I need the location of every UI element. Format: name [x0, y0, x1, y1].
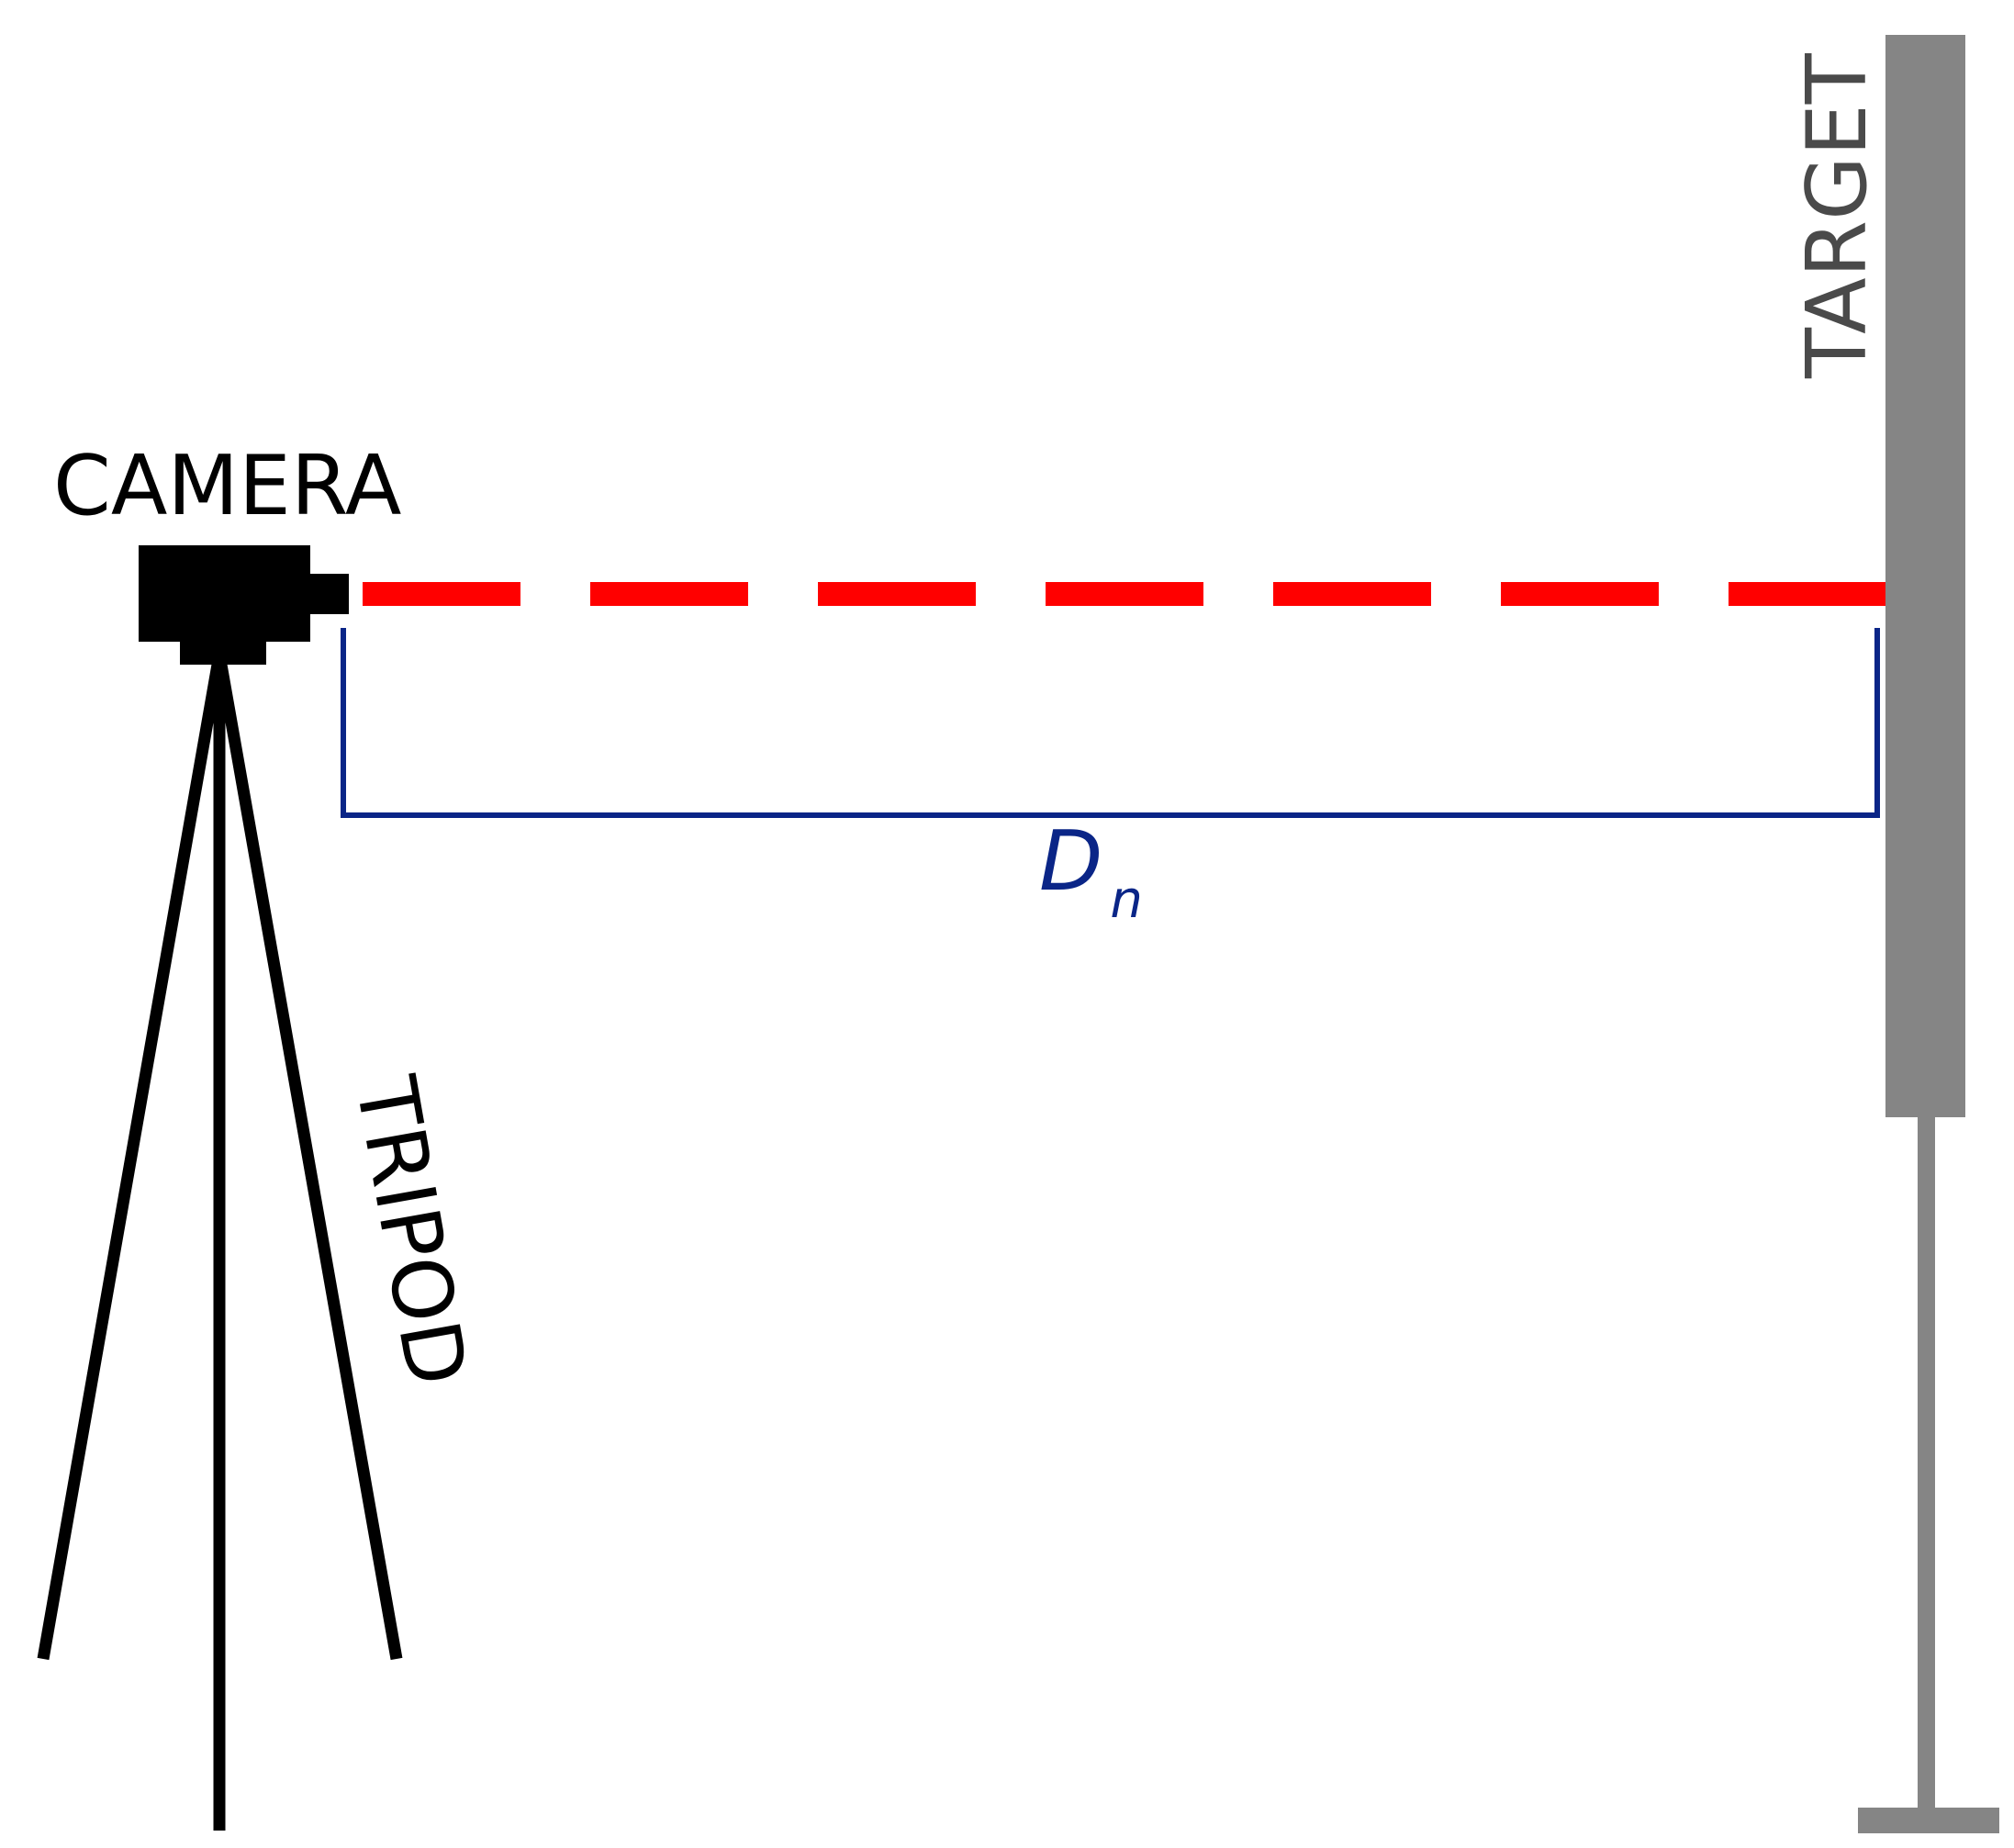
- camera-body: [139, 545, 310, 642]
- distance-bracket: [341, 628, 1880, 818]
- tripod-leg-left: [37, 663, 224, 1661]
- tripod: [37, 663, 403, 1831]
- tripod-label: TRIPOD: [336, 1070, 485, 1394]
- distance-subscript: n: [1110, 870, 1143, 930]
- target-stand-pole: [1918, 1117, 1935, 1811]
- target-label: TARGET: [1789, 52, 1885, 379]
- target-board: [1885, 35, 1965, 1117]
- camera-mount: [180, 642, 266, 665]
- camera-lens: [310, 574, 349, 614]
- camera: [139, 545, 349, 665]
- target-stand-base: [1858, 1808, 1999, 1833]
- camera-label: CAMERA: [53, 438, 401, 534]
- tripod-leg-right: [215, 663, 403, 1661]
- distance-symbol: D: [1039, 813, 1102, 910]
